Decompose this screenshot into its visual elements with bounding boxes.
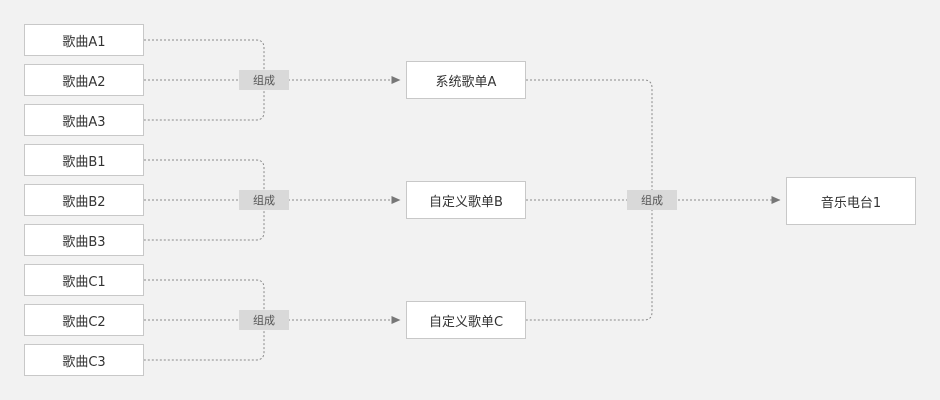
playlist-a-box: 系统歌单A	[406, 61, 526, 99]
song-b1-box: 歌曲B1	[24, 144, 144, 176]
song-a1-box: 歌曲A1	[24, 24, 144, 56]
song-label: 歌曲C2	[62, 314, 106, 330]
playlist-c-box: 自定义歌单C	[406, 301, 526, 339]
relation-tag-a: 组成	[239, 70, 289, 90]
song-b2-box: 歌曲B2	[24, 184, 144, 216]
relation-label: 组成	[253, 314, 275, 327]
song-c3-box: 歌曲C3	[24, 344, 144, 376]
radio-box: 音乐电台1	[786, 177, 916, 225]
playlist-b-box: 自定义歌单B	[406, 181, 526, 219]
relation-label: 组成	[253, 74, 275, 87]
connector-playlists	[526, 79, 653, 321]
playlist-label: 自定义歌单B	[429, 194, 503, 210]
playlist-label: 系统歌单A	[435, 74, 497, 90]
song-b3-box: 歌曲B3	[24, 224, 144, 256]
song-label: 歌曲B2	[62, 194, 106, 210]
song-label: 歌曲C1	[62, 274, 106, 290]
song-label: 歌曲A1	[62, 34, 106, 50]
relation-label: 组成	[641, 194, 663, 207]
playlist-label: 自定义歌单C	[428, 314, 504, 330]
song-label: 歌曲B1	[62, 154, 106, 170]
relation-tag-radio: 组成	[627, 190, 677, 210]
song-label: 歌曲A2	[62, 74, 106, 90]
relation-label: 组成	[253, 194, 275, 207]
song-a2-box: 歌曲A2	[24, 64, 144, 96]
song-label: 歌曲B3	[62, 234, 106, 250]
song-label: 歌曲A3	[62, 114, 106, 130]
song-a3-box: 歌曲A3	[24, 104, 144, 136]
radio-label: 音乐电台1	[820, 195, 882, 211]
song-c1-box: 歌曲C1	[24, 264, 144, 296]
song-label: 歌曲C3	[62, 354, 106, 370]
relation-tag-c: 组成	[239, 310, 289, 330]
song-c2-box: 歌曲C2	[24, 304, 144, 336]
relation-tag-b: 组成	[239, 190, 289, 210]
